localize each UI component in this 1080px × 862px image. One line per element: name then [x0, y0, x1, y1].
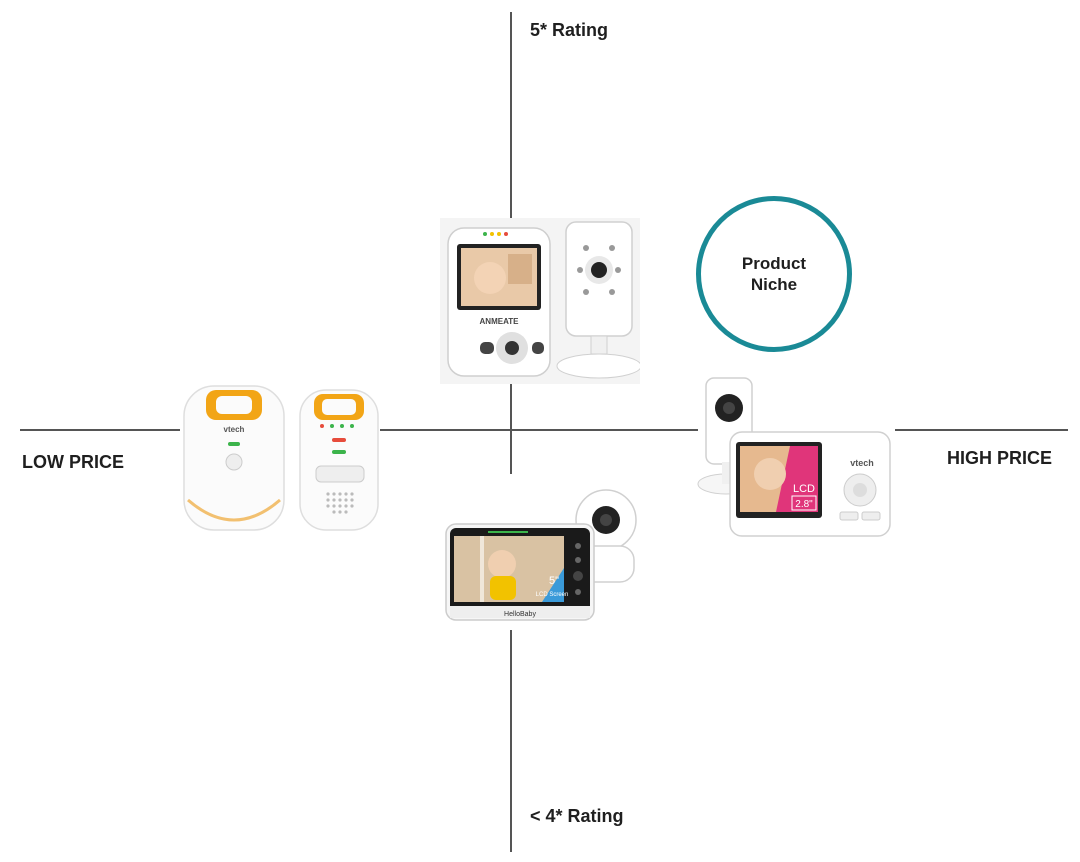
- left-axis-label: LOW PRICE: [22, 452, 124, 472]
- anmeate-monitor-image: ANMEATE: [440, 218, 640, 384]
- vtech-video-monitor-image: LCD 2.8" vtech: [697, 377, 891, 537]
- anmeate-brand-text: ANMEATE: [480, 317, 520, 326]
- vtech-audio-monitor-image: vtech: [183, 385, 379, 531]
- product-image-bottom: 5" LCD Screen HelloBaby: [444, 488, 644, 624]
- product-niche-label: Product Niche: [741, 254, 807, 294]
- right-axis-label: HIGH PRICE: [947, 448, 1053, 468]
- product-image-left: vtech: [176, 380, 388, 540]
- right-screen-text-1: LCD: [793, 483, 815, 495]
- hellobaby-brand-text: HelloBaby: [504, 611, 536, 618]
- vtech-right-brand-text: vtech: [850, 458, 874, 468]
- bottom-axis-label: < 4* Rating: [530, 806, 624, 826]
- hellobaby-monitor-image: 5" LCD Screen HelloBaby: [445, 489, 637, 621]
- horizontal-axis-middle: [380, 429, 698, 431]
- top-axis-label: 5* Rating: [530, 20, 609, 40]
- vertical-axis-bottom: [510, 630, 512, 852]
- bottom-screen-text-2: LCD Screen: [536, 592, 569, 598]
- right-screen-text-2: 2.8": [795, 499, 813, 510]
- bottom-screen-text-1: 5": [549, 575, 559, 587]
- horizontal-axis-left: [20, 429, 180, 431]
- product-image-right: LCD 2.8" vtech: [694, 374, 894, 546]
- product-niche-circle: Product Niche: [696, 196, 852, 352]
- product-image-top: ANMEATE: [440, 218, 640, 384]
- horizontal-axis-right: [895, 429, 1068, 431]
- vtech-left-brand-text: vtech: [224, 425, 245, 434]
